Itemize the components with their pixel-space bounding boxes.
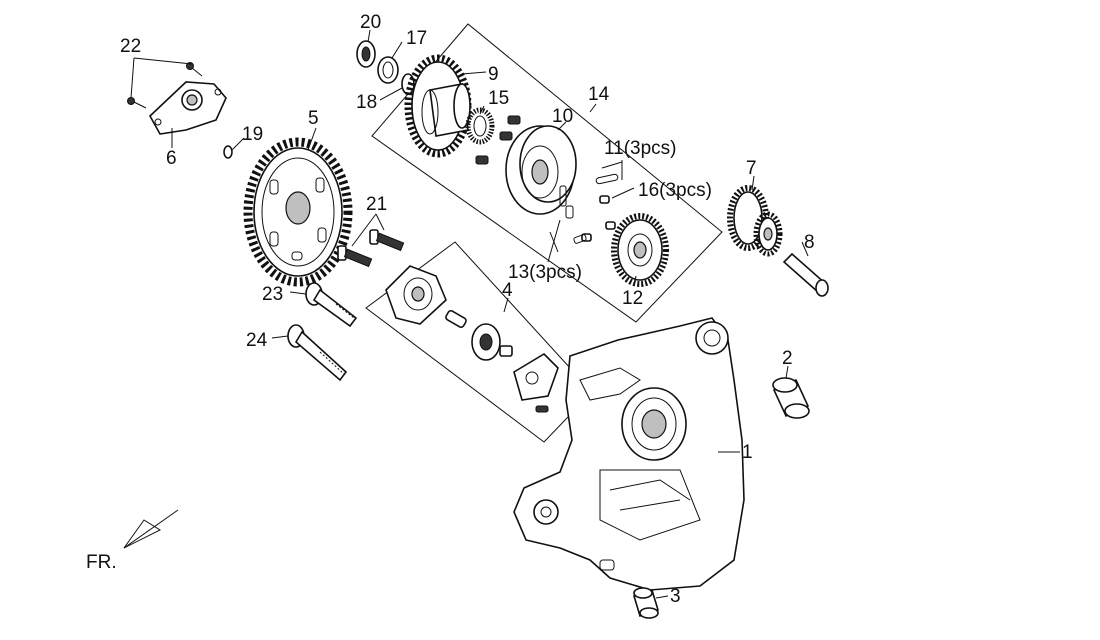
callout-13: 13(3pcs) bbox=[508, 262, 582, 283]
callout-1: 1 bbox=[742, 442, 753, 463]
needle-bearing-part-15 bbox=[465, 107, 495, 145]
callout-19: 19 bbox=[242, 124, 263, 145]
leader-15 bbox=[479, 105, 485, 115]
callout-24: 24 bbox=[246, 330, 268, 351]
screw-part-22-a bbox=[186, 62, 203, 77]
bolt-c bbox=[475, 155, 489, 165]
leader-12 bbox=[633, 275, 637, 287]
callout-6: 6 bbox=[166, 148, 177, 169]
callout-18: 18 bbox=[356, 92, 377, 113]
leader-7 bbox=[751, 175, 755, 191]
leader-21 bbox=[351, 213, 385, 247]
callout-17: 17 bbox=[406, 28, 427, 49]
oil-seal-part-20 bbox=[356, 40, 376, 68]
callout-14: 14 bbox=[588, 84, 610, 105]
leader-22 bbox=[130, 57, 193, 99]
bolt-b bbox=[499, 131, 513, 141]
bolt-part-23 bbox=[305, 282, 358, 328]
leader-19 bbox=[231, 137, 245, 151]
callout-8: 8 bbox=[804, 232, 815, 253]
idle-gear-part-7 bbox=[727, 185, 783, 257]
bolt-part-24 bbox=[287, 324, 348, 382]
callout-9: 9 bbox=[488, 64, 499, 85]
leader-11 bbox=[601, 160, 623, 180]
leader-24 bbox=[271, 335, 289, 339]
bolt-a bbox=[507, 115, 521, 125]
leader-16 bbox=[611, 187, 635, 199]
shaft-part-8 bbox=[782, 252, 829, 297]
leader-23 bbox=[289, 291, 307, 295]
roller-part-16 bbox=[581, 195, 616, 242]
leader-5 bbox=[307, 127, 317, 151]
clutch-gear-part-12 bbox=[611, 213, 669, 287]
leader-8 bbox=[801, 241, 809, 257]
callout-2: 2 bbox=[782, 348, 793, 369]
starter-gear-part-9 bbox=[404, 54, 472, 158]
front-direction-arrow-icon bbox=[123, 509, 179, 549]
bolt-part-21-a bbox=[337, 245, 373, 268]
callout-15: 15 bbox=[488, 88, 509, 109]
leader-14 bbox=[589, 103, 597, 113]
leader-18 bbox=[379, 87, 403, 101]
callout-3: 3 bbox=[670, 586, 681, 607]
leader-10 bbox=[557, 121, 567, 131]
leader-3 bbox=[655, 595, 669, 599]
bushing-part-2 bbox=[772, 377, 810, 419]
leader-2 bbox=[785, 365, 789, 379]
screw-part-22-b bbox=[127, 97, 147, 109]
driven-gear-part-5 bbox=[243, 137, 353, 287]
callout-23: 23 bbox=[262, 284, 283, 305]
oil-pump-part-4 bbox=[385, 265, 559, 413]
leader-9 bbox=[461, 71, 487, 75]
leader-17 bbox=[391, 41, 403, 59]
clutch-housing-part-10 bbox=[505, 125, 577, 215]
bolt-part-21-b bbox=[369, 229, 405, 252]
cover-plate-part-6 bbox=[148, 81, 227, 135]
callout-5: 5 bbox=[308, 108, 319, 129]
bushing-part-3 bbox=[633, 587, 659, 619]
callout-7: 7 bbox=[746, 158, 757, 179]
leader-20 bbox=[367, 29, 371, 43]
o-ring-part-19 bbox=[223, 145, 233, 159]
plunger-part-13 bbox=[549, 185, 587, 253]
callout-4: 4 bbox=[502, 280, 513, 301]
leader-4 bbox=[503, 297, 509, 313]
callout-11: 11(3pcs) bbox=[604, 138, 677, 159]
callout-21: 21 bbox=[366, 194, 387, 215]
callout-22: 22 bbox=[120, 36, 141, 57]
callout-12: 12 bbox=[622, 288, 643, 309]
bearing-part-17 bbox=[377, 56, 399, 84]
callout-20: 20 bbox=[360, 12, 381, 33]
spring-part-11 bbox=[595, 173, 619, 185]
direction-label: FR. bbox=[86, 552, 117, 573]
callout-10: 10 bbox=[552, 106, 573, 127]
callout-16: 16(3pcs) bbox=[638, 180, 712, 201]
leader-13 bbox=[547, 219, 561, 263]
